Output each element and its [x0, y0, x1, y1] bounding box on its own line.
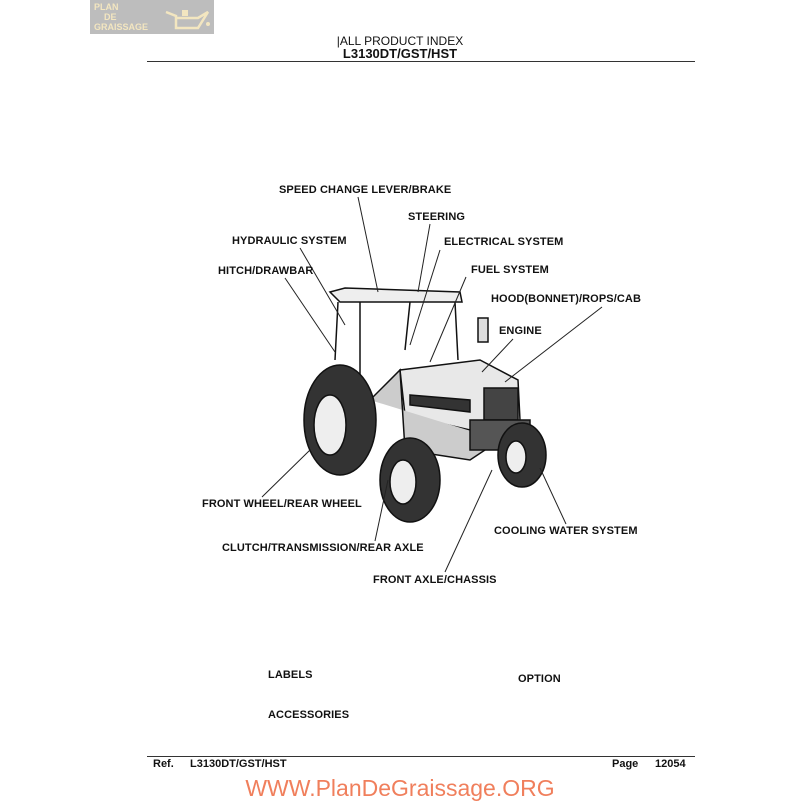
footer-rule: [147, 756, 695, 757]
footer-ref-label: Ref.: [153, 758, 174, 770]
link-front-axle-chassis[interactable]: FRONT AXLE/CHASSIS: [373, 574, 497, 586]
link-hitch-drawbar[interactable]: HITCH/DRAWBAR: [218, 265, 314, 277]
logo-text: DE: [104, 12, 117, 22]
footer-ref-value: L3130DT/GST/HST: [190, 758, 287, 770]
link-option[interactable]: OPTION: [518, 673, 561, 685]
link-front-rear-wheel[interactable]: FRONT WHEEL/REAR WHEEL: [202, 498, 362, 510]
link-electrical-system[interactable]: ELECTRICAL SYSTEM: [444, 236, 564, 248]
link-accessories[interactable]: ACCESSORIES: [268, 709, 350, 721]
link-labels[interactable]: LABELS: [268, 669, 313, 681]
footer-page-label: Page: [612, 758, 639, 770]
logo-text: PLAN: [94, 2, 119, 12]
link-clutch-transmission-rear-axle[interactable]: CLUTCH/TRANSMISSION/REAR AXLE: [222, 542, 424, 554]
header-title: |ALL PRODUCT INDEX: [336, 34, 464, 48]
logo: PLAN DE GRAISSAGE: [90, 0, 214, 34]
link-speed-change-lever-brake[interactable]: SPEED CHANGE LEVER/BRAKE: [279, 184, 452, 196]
leader-lines: [261, 196, 603, 573]
link-engine[interactable]: ENGINE: [499, 325, 542, 337]
header-rule: [147, 61, 695, 62]
oil-can-icon: [165, 10, 210, 30]
tractor-illustration: [303, 287, 547, 523]
link-steering[interactable]: STEERING: [408, 211, 466, 223]
logo-text: GRAISSAGE: [94, 22, 149, 32]
link-cooling-water-system[interactable]: COOLING WATER SYSTEM: [494, 525, 638, 537]
watermark-link[interactable]: WWW.PlanDeGraissage.ORG: [245, 775, 555, 801]
header-model: L3130DT/GST/HST: [342, 46, 458, 61]
link-hydraulic-system[interactable]: HYDRAULIC SYSTEM: [232, 235, 347, 247]
footer-page-number: 12054: [655, 758, 686, 770]
link-fuel-system[interactable]: FUEL SYSTEM: [471, 264, 549, 276]
link-hood-rops-cab[interactable]: HOOD(BONNET)/ROPS/CAB: [491, 293, 641, 305]
